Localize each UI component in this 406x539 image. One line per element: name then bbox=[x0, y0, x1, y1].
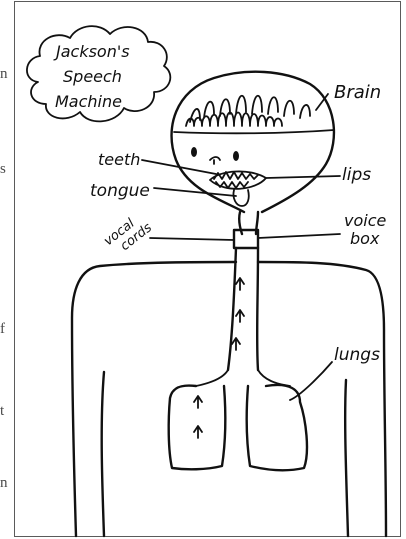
right-lung bbox=[247, 385, 307, 470]
label-voice-box-line1: voice bbox=[344, 211, 387, 230]
label-voice-box-line2: box bbox=[350, 229, 380, 248]
label-teeth: teeth bbox=[98, 150, 140, 169]
body-outline bbox=[72, 262, 386, 536]
vocal-cords-leader-line bbox=[150, 238, 234, 240]
trachea bbox=[228, 212, 258, 370]
voice-box bbox=[234, 230, 258, 248]
lungs-leader-line bbox=[290, 362, 332, 400]
cloud-title-line2: Speech bbox=[63, 67, 122, 86]
voice-box-leader-line bbox=[258, 234, 340, 238]
cloud-title-line3: Machine bbox=[55, 92, 122, 111]
label-tongue: tongue bbox=[90, 181, 150, 201]
bronchi bbox=[196, 370, 290, 386]
nose bbox=[210, 157, 220, 164]
brain-folds bbox=[186, 96, 310, 126]
label-lungs: lungs bbox=[334, 345, 380, 365]
tongue-leader-line bbox=[154, 188, 236, 196]
cloud-title-line1: Jackson's bbox=[53, 42, 130, 61]
tongue bbox=[233, 190, 248, 206]
airflow-arrows bbox=[194, 278, 244, 438]
teeth-leader-line bbox=[142, 160, 216, 174]
label-lips: lips bbox=[342, 165, 371, 185]
label-brain: Brain bbox=[334, 82, 381, 103]
left-eye bbox=[191, 147, 197, 157]
right-eye bbox=[233, 151, 239, 161]
lips-leader-line bbox=[266, 176, 340, 178]
label-vocal-cords: vocal cords bbox=[101, 209, 155, 260]
brain-divider-line bbox=[174, 130, 334, 133]
head-outline bbox=[172, 72, 334, 212]
